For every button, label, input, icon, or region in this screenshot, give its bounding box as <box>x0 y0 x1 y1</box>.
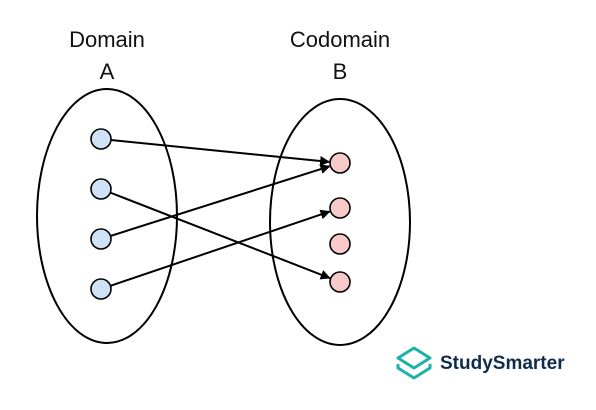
mapping-arrow-2 <box>109 191 331 280</box>
domain-element-1 <box>90 128 112 150</box>
codomain-element-2 <box>329 197 351 219</box>
domain-element-3 <box>90 228 112 250</box>
studysmarter-logo: StudySmarter <box>396 346 565 380</box>
domain-set-ellipse <box>36 88 178 344</box>
codomain-elements <box>329 152 351 293</box>
domain-element-4 <box>90 278 112 300</box>
codomain-element-4 <box>329 271 351 293</box>
domain-title: Domain <box>69 27 145 52</box>
domain-set-name: A <box>100 59 115 84</box>
codomain-element-3 <box>329 233 351 255</box>
codomain-title: Codomain <box>290 27 390 52</box>
brand-name: StudySmarter <box>440 353 565 374</box>
codomain-element-1 <box>329 152 351 174</box>
mapping-arrow-1 <box>110 139 331 166</box>
codomain-set-ellipse <box>269 98 411 346</box>
mapping-arrow-3 <box>110 164 331 237</box>
codomain-set-name: B <box>333 59 348 84</box>
mapping-arrow-4 <box>110 209 331 287</box>
studysmarter-logo-icon <box>396 346 432 380</box>
domain-element-2 <box>90 178 112 200</box>
mapping-arrows <box>109 139 331 287</box>
domain-elements <box>90 128 112 300</box>
